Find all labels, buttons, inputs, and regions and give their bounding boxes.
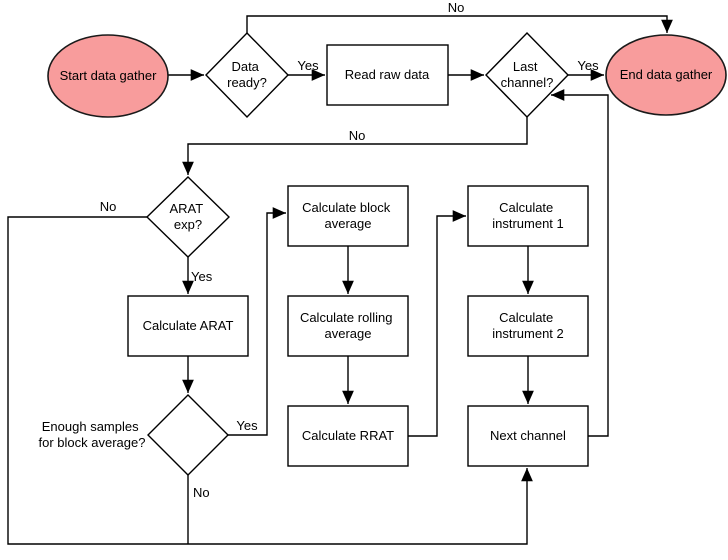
next-channel-box	[467, 405, 589, 467]
start-ellipse	[47, 34, 169, 118]
edge-enough-yes-to-calcblock	[228, 207, 286, 436]
edge-label-data-ready-no: No	[448, 0, 465, 15]
end-label: End data gather	[620, 67, 713, 82]
calc-block-average-box	[287, 185, 409, 247]
arat-exp-diamond	[145, 176, 231, 258]
node-end: End data gather	[605, 34, 727, 116]
edge-label-enough-no: No	[193, 485, 210, 500]
next-channel-label: Next channel	[490, 428, 566, 443]
edge-label-arat-no: No	[100, 199, 117, 214]
calc-rrat-label: Calculate RRAT	[302, 428, 394, 443]
node-calc-arat: Calculate ARAT	[127, 295, 249, 357]
calc-instrument-2-box	[467, 295, 589, 357]
last-channel-diamond	[485, 31, 569, 119]
node-next-channel: Next channel	[467, 405, 589, 467]
edge-lastchannel-no-to-aratexp	[182, 117, 528, 175]
node-calc-rrat: Calculate RRAT	[287, 405, 409, 467]
node-enough-samples: Enough samples for block average?	[39, 394, 229, 476]
end-ellipse	[605, 34, 727, 116]
calc-rolling-average-label: Calculate rolling average	[300, 310, 396, 341]
node-arat-exp: ARAT exp?	[145, 176, 231, 258]
last-channel-label: Last channel?	[501, 59, 554, 90]
arat-exp-label: ARAT exp?	[169, 201, 206, 232]
edge-dataready-no-to-end	[246, 15, 673, 33]
calc-arat-label: Calculate ARAT	[143, 318, 234, 333]
node-last-channel: Last channel?	[485, 31, 569, 119]
read-raw-data-label: Read raw data	[345, 67, 430, 82]
edge-label-last-channel-no: No	[349, 128, 366, 143]
calc-block-average-label: Calculate block average	[302, 200, 394, 231]
calc-instrument-1-box	[467, 185, 589, 247]
data-ready-label: Data ready?	[227, 59, 267, 90]
edge-nextchannel-to-lastchannel	[551, 89, 609, 437]
data-ready-diamond	[205, 31, 289, 119]
node-calc-instrument-2: Calculate instrument 2	[467, 295, 589, 357]
calc-rrat-box	[287, 405, 409, 467]
start-label: Start data gather	[60, 68, 158, 83]
edge-aratexp-no-to-nextchannel	[7, 216, 533, 545]
calc-instrument-1-label: Calculate instrument 1	[492, 200, 564, 231]
calc-instrument-2-label: Calculate instrument 2	[492, 310, 564, 341]
enough-samples-label: Enough samples for block average?	[39, 419, 146, 450]
edge-label-enough-yes: Yes	[236, 418, 258, 433]
calc-arat-box	[127, 295, 249, 357]
edge-label-last-channel-yes: Yes	[577, 58, 599, 73]
read-raw-data-box	[326, 44, 449, 106]
node-read-raw-data: Read raw data	[326, 44, 449, 106]
edge-label-data-ready-yes: Yes	[297, 58, 319, 73]
enough-samples-diamond	[147, 394, 229, 476]
edge-calcrrat-to-calcinst1	[408, 210, 466, 437]
node-data-ready: Data ready?	[205, 31, 289, 119]
node-calc-block-average: Calculate block average	[287, 185, 409, 247]
node-start: Start data gather	[47, 34, 169, 118]
node-calc-rolling-average: Calculate rolling average	[287, 295, 409, 357]
node-calc-instrument-1: Calculate instrument 1	[467, 185, 589, 247]
calc-rolling-average-box	[287, 295, 409, 357]
edge-label-arat-yes: Yes	[191, 269, 213, 284]
